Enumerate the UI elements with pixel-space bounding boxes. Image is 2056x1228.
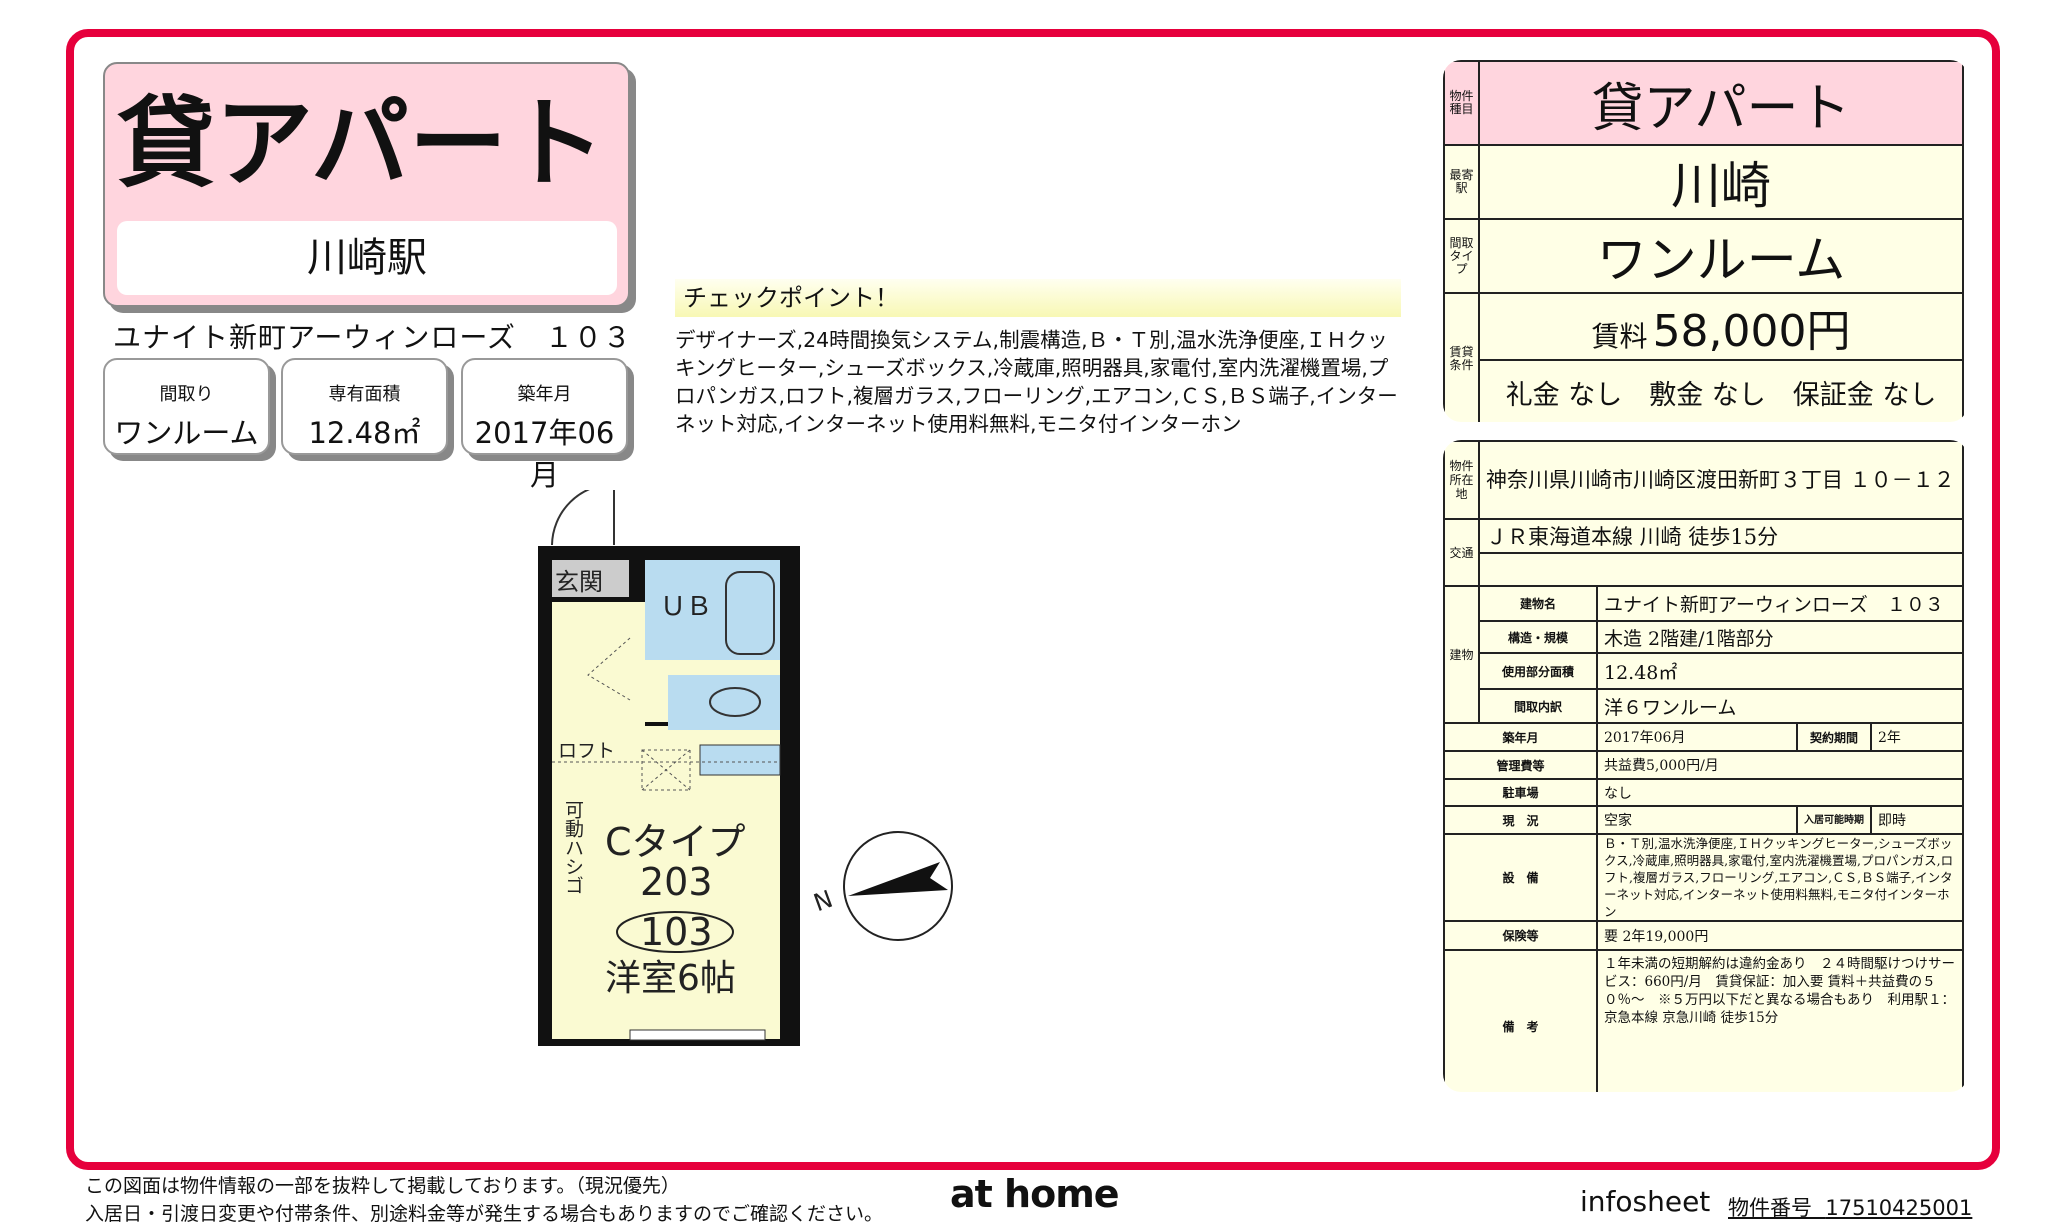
footer-disclaimer: この図面は物件情報の一部を抜粋して掲載しております。（現況優先） 入居日・引渡日… (85, 1172, 883, 1228)
equip-value: Ｂ・Ｔ別,温水洗浄便座,ＩＨクッキングヒーター,シューズボックス,冷蔵庫,照明器… (1596, 833, 1964, 922)
ladder-label: 可動ハシゴ (562, 800, 584, 895)
type-value: 貸アパート (1478, 60, 1964, 146)
type-label: 物件種目 (1443, 60, 1480, 146)
card-label: 専有面積 (328, 384, 401, 405)
row-label: 使用部分面積 (1478, 652, 1598, 690)
disclaimer-line-2: 入居日・引渡日変更や付帯条件、別途料金等が発生する場合もありますのでご確認くださ… (85, 1203, 884, 1225)
infosheet-label: infosheet (1580, 1185, 1711, 1218)
room-b-label: 103 (640, 910, 713, 954)
station-label: 最寄駅 (1443, 144, 1480, 220)
status-label: 現 況 (1443, 805, 1598, 835)
row-value: 洋６ワンルーム (1596, 688, 1964, 724)
equip-label: 設 備 (1443, 833, 1598, 922)
address-label: 物件所在地 (1443, 440, 1480, 520)
notes-value: １年未満の短期解約は違約金あり ２４時間駆けつけサービス：660円/月 賃貸保証… (1596, 949, 1964, 1092)
room-label: 洋室6帖 (605, 958, 736, 999)
row-value: 12.48㎡ (1596, 652, 1964, 690)
row-value: 木造 2階建/1階部分 (1596, 620, 1964, 654)
layout-label: 間取タイプ (1443, 218, 1480, 294)
building-name: ユナイト新町アーウィンローズ １０３ (113, 321, 632, 354)
insurance-label: 保険等 (1443, 920, 1598, 951)
terms-label: 賃貸条件 (1443, 292, 1480, 422)
genkan-label: 玄関 (555, 568, 603, 596)
property-number-label: 物件番号 (1728, 1196, 1812, 1220)
rent-label: 賃料 (1591, 319, 1648, 353)
station-title: 川崎駅 (117, 221, 617, 295)
rent-value: 58,000円 (1652, 305, 1851, 357)
ub-label: ＵＢ (660, 592, 712, 622)
card-value: ワンルーム (114, 416, 259, 450)
loft-label: ロフト (558, 740, 615, 762)
card-label: 間取り (159, 384, 214, 405)
row-value: ユナイト新町アーウィンローズ １０３ (1596, 585, 1964, 622)
address-value: 神奈川県川崎市川崎区渡田新町３丁目 １０－１２ (1478, 440, 1964, 520)
built-label: 築年月 (1443, 722, 1598, 752)
layout-value: ワンルーム (1478, 218, 1964, 294)
mgmt-value: 共益費5,000円/月 (1596, 750, 1964, 780)
type-label: Cタイプ (605, 820, 746, 864)
traffic-value: ＪＲ東海道本線 川崎 徒歩15分 (1478, 518, 1964, 554)
checkpoint-heading: チェックポイント！ (675, 279, 1401, 317)
traffic-label: 交通 (1443, 518, 1480, 587)
summary-table-wrap: 物件種目貸アパート 最寄駅川崎 間取タイプワンルーム 賃貸条件 賃料 58,000… (1443, 60, 1968, 422)
movein-value: 即時 (1870, 805, 1964, 835)
built-value: 2017年06月 (1596, 722, 1798, 752)
row-label: 間取内訳 (1478, 688, 1598, 724)
movein-label: 入居可能時期 (1796, 805, 1872, 835)
room-a-label: 203 (640, 860, 713, 904)
parking-value: なし (1596, 778, 1964, 807)
contract-label: 契約期間 (1796, 722, 1872, 752)
card-value: 2017年06月 (474, 416, 615, 492)
row-label: 構造・規模 (1478, 620, 1598, 654)
title-box: 貸アパート 川崎駅 (103, 62, 630, 307)
card-built: 築年月 2017年06月 (461, 358, 628, 492)
traffic-value-2 (1478, 552, 1964, 587)
building-label: 建物 (1443, 585, 1480, 724)
status-value: 空家 (1596, 805, 1798, 835)
card-label: 築年月 (517, 384, 572, 405)
fees-value: 礼金 なし 敷金 なし 保証金 なし (1478, 359, 1964, 422)
summary-table: 物件種目貸アパート 最寄駅川崎 間取タイプワンルーム 賃貸条件 賃料 58,000… (1443, 60, 1964, 422)
property-number-value: 17510425001 (1825, 1196, 1973, 1220)
notes-label: 備 考 (1443, 949, 1598, 1092)
property-type-title: 貸アパート (117, 87, 606, 201)
athome-logo: at home (950, 1172, 1120, 1216)
station-value: 川崎 (1478, 144, 1964, 220)
insurance-value: 要 2年19,000円 (1596, 920, 1964, 951)
north-label: N (810, 885, 836, 917)
mgmt-label: 管理費等 (1443, 750, 1598, 780)
checkpoint-text: デザイナーズ,24時間換気システム,制震構造,Ｂ・Ｔ別,温水洗浄便座,ＩＨクッキ… (675, 328, 1398, 436)
parking-label: 駐車場 (1443, 778, 1598, 807)
page-frame (66, 29, 2000, 1170)
property-number: 物件番号 17510425001 (1728, 1192, 1972, 1222)
card-area: 専有面積 12.48㎡ (281, 358, 448, 455)
row-label: 建物名 (1478, 585, 1598, 622)
disclaimer-line-1: この図面は物件情報の一部を抜粋して掲載しております。（現況優先） (85, 1175, 680, 1197)
card-value: 12.48㎡ (308, 416, 421, 450)
floor-plan: 玄関 ＵＢ ロフト Cタイプ 203 103 洋室6帖 可動ハシゴ N (538, 490, 953, 1046)
card-layout: 間取りワンルーム (103, 358, 270, 455)
contract-value: 2年 (1870, 722, 1964, 752)
